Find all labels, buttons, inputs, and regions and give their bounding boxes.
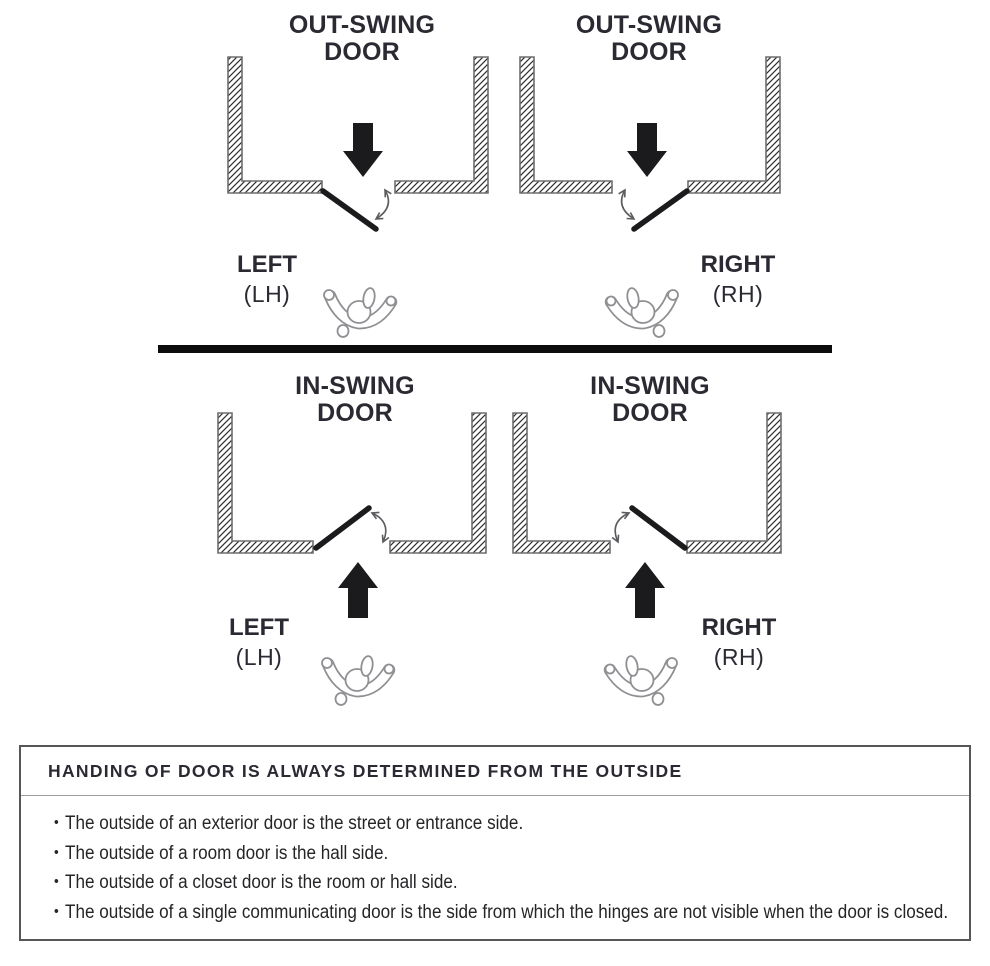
outside-direction-arrow-icon <box>627 123 667 177</box>
room-in-swing-left <box>217 412 487 618</box>
title-line-1: IN-SWING <box>590 372 710 400</box>
hand-abbr: (LH) <box>235 644 283 670</box>
note-list-item: • The outside of a room door is the hall … <box>54 839 878 869</box>
room-in-swing-right <box>512 412 782 618</box>
person-top-view-icon <box>606 655 678 705</box>
wall-right <box>686 412 782 554</box>
hand-name: RIGHT <box>701 614 777 641</box>
hand-name: LEFT <box>237 251 297 278</box>
door-panel <box>631 188 690 232</box>
note-text: The outside of an exterior door is the s… <box>65 813 524 834</box>
hand-abbr: (RH) <box>713 644 765 670</box>
title-line-2: DOOR <box>612 399 688 427</box>
note-list: • The outside of an exterior door is the … <box>21 809 969 927</box>
hand-label-right-top: RIGHT (RH) <box>668 250 808 309</box>
note-list-item: • The outside of a closet door is the roo… <box>54 868 878 898</box>
note-list-item: • The outside of an exterior door is the … <box>54 809 878 839</box>
title-line-2: DOOR <box>317 399 393 427</box>
hand-name: RIGHT <box>700 251 776 278</box>
person-top-view-icon <box>322 655 394 705</box>
hand-name: LEFT <box>229 614 289 641</box>
outside-direction-arrow-icon <box>625 562 665 618</box>
room-out-swing-left <box>227 56 489 232</box>
note-text: The outside of a single communicating do… <box>65 901 949 923</box>
title-in-swing-left: IN-SWING DOOR <box>235 373 475 427</box>
note-heading: HANDING OF DOOR IS ALWAYS DETERMINED FRO… <box>48 761 683 781</box>
divider-line <box>158 345 832 353</box>
hand-label-right-bottom: RIGHT (RH) <box>669 613 809 672</box>
bullet-dot: • <box>54 814 59 831</box>
bullet-dot: • <box>54 843 59 861</box>
wall-right <box>687 56 781 194</box>
hand-label-left-top: LEFT (LH) <box>197 250 337 309</box>
door-panel <box>629 505 688 551</box>
handing-note-box: HANDING OF DOOR IS ALWAYS DETERMINED FRO… <box>19 745 971 941</box>
title-out-swing-right: OUT-SWING DOOR <box>529 12 769 66</box>
title-line-2: DOOR <box>611 38 687 66</box>
swing-direction-arrow-icon <box>370 511 390 544</box>
note-list-item: • The outside of a single communicating d… <box>54 898 948 928</box>
title-line-1: IN-SWING <box>295 372 415 400</box>
hand-label-left-bottom: LEFT (LH) <box>189 613 329 672</box>
note-text: The outside of a room door is the hall s… <box>65 842 389 864</box>
title-line-1: OUT-SWING <box>575 11 723 39</box>
title-line-2: DOOR <box>324 38 400 66</box>
wall-left <box>519 56 613 194</box>
title-line-1: OUT-SWING <box>288 11 436 39</box>
wall-left <box>227 56 323 194</box>
note-text: The outside of a closet door is the room… <box>65 872 458 893</box>
title-out-swing-left: OUT-SWING DOOR <box>242 12 482 66</box>
bullet-dot: • <box>54 902 59 920</box>
note-rule <box>21 795 969 796</box>
swing-direction-arrow-icon <box>611 511 631 544</box>
wall-right <box>389 412 487 554</box>
door-panel <box>320 188 379 232</box>
outside-direction-arrow-icon <box>343 123 383 177</box>
title-in-swing-right: IN-SWING DOOR <box>530 373 770 427</box>
room-out-swing-right <box>519 56 781 232</box>
wall-left <box>512 412 611 554</box>
bullet-dot: • <box>54 873 59 890</box>
wall-left <box>217 412 314 554</box>
door-panel <box>313 505 372 551</box>
hand-abbr: (RH) <box>712 281 764 307</box>
swing-direction-arrow-icon <box>618 188 636 220</box>
hand-abbr: (LH) <box>243 281 291 307</box>
outside-direction-arrow-icon <box>338 562 378 618</box>
swing-direction-arrow-icon <box>374 188 392 220</box>
wall-right <box>394 56 489 194</box>
